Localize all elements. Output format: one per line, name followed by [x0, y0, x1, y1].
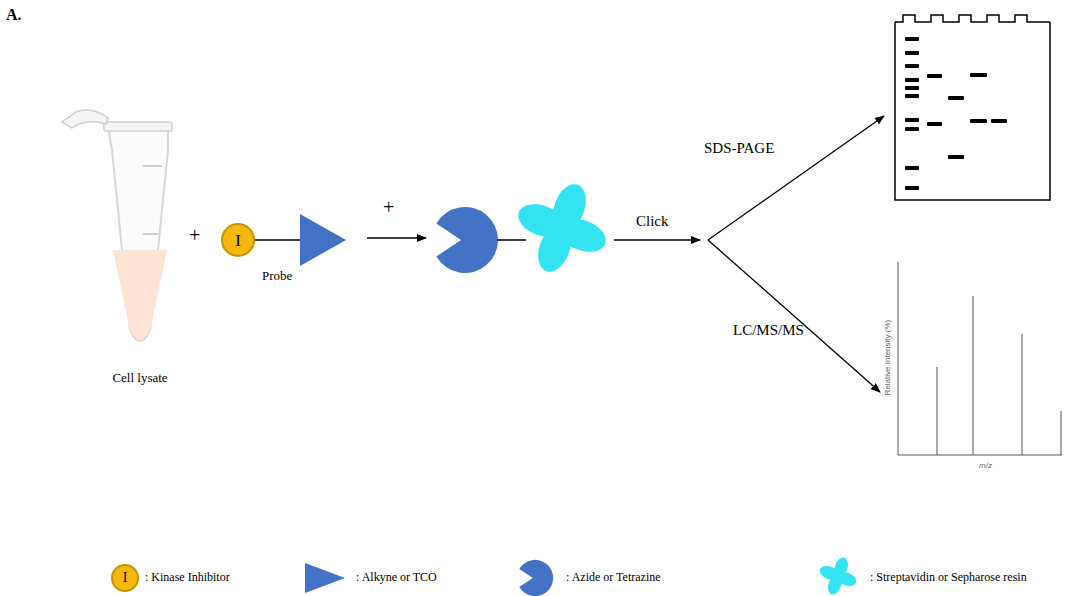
axis-label: m/z — [979, 461, 992, 470]
inhibitor-circle: I — [111, 564, 139, 592]
inhibitor-circle: I — [221, 223, 255, 257]
linker — [497, 239, 526, 241]
probe-label: Probe — [262, 269, 292, 284]
arrow — [367, 237, 426, 238]
arrow — [614, 239, 700, 240]
axis-label: Relative Intensity (%) — [883, 320, 892, 396]
streptavidin-shape — [514, 180, 611, 277]
step-label: Click — [636, 213, 669, 230]
plus-sign: + — [383, 196, 394, 219]
legend-text: : Alkyne or TCO — [356, 571, 437, 585]
method-label: LC/MS/MS — [733, 322, 804, 339]
panel-label: A. — [6, 6, 22, 24]
legend-triangle — [305, 563, 345, 593]
node-text: I — [123, 571, 128, 585]
alkyne-triangle — [300, 214, 346, 266]
legend-text: : Kinase Inhibitor — [145, 571, 230, 585]
node-text: I — [235, 232, 241, 249]
azide-shape — [436, 207, 498, 273]
mass-spectrum — [898, 262, 1062, 455]
arrow — [708, 116, 884, 240]
plus-sign: + — [189, 224, 200, 247]
cell-lysate-tube — [62, 110, 172, 341]
legend-flower — [818, 556, 859, 596]
gel-bands — [905, 37, 1007, 190]
legend-pacman — [519, 560, 553, 596]
method-label: SDS-PAGE — [704, 140, 774, 157]
legend-text: : Azide or Tetrazine — [566, 571, 661, 585]
arrow — [708, 240, 880, 392]
legend-text: : Streptavidin or Sepharose resin — [870, 571, 1027, 585]
linker — [254, 239, 302, 241]
gel-image — [895, 15, 1050, 200]
sample-label: Cell lysate — [112, 371, 167, 386]
